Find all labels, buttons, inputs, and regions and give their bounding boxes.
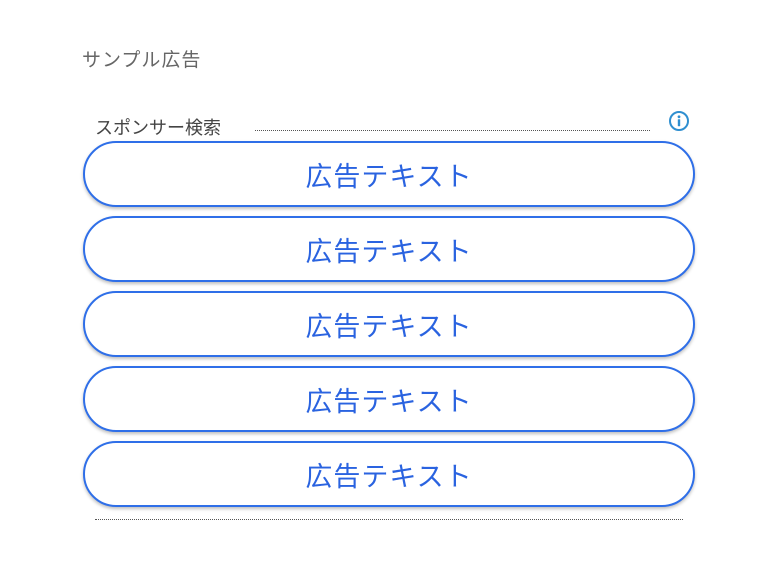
sponsor-search-label: スポンサー検索 xyxy=(95,118,227,140)
info-icon[interactable] xyxy=(668,110,690,132)
ad-button[interactable]: 広告テキスト xyxy=(83,366,695,432)
ad-text: 広告テキスト xyxy=(305,236,473,268)
dotted-divider-top xyxy=(255,130,650,131)
ad-button[interactable]: 広告テキスト xyxy=(83,291,695,357)
ad-button[interactable]: 広告テキスト xyxy=(83,141,695,207)
ad-button[interactable]: 広告テキスト xyxy=(83,216,695,282)
ad-text: 広告テキスト xyxy=(305,161,473,193)
ad-text: 広告テキスト xyxy=(305,311,473,343)
sponsor-search-header: スポンサー検索 xyxy=(95,110,695,140)
ad-text: 広告テキスト xyxy=(305,461,473,493)
ad-text: 広告テキスト xyxy=(305,386,473,418)
ad-list: 広告テキスト 広告テキスト 広告テキスト 広告テキスト 広告テキスト xyxy=(83,141,695,516)
ad-button[interactable]: 広告テキスト xyxy=(83,441,695,507)
page-heading: サンプル広告 xyxy=(82,49,202,71)
dotted-divider-bottom xyxy=(95,519,683,520)
